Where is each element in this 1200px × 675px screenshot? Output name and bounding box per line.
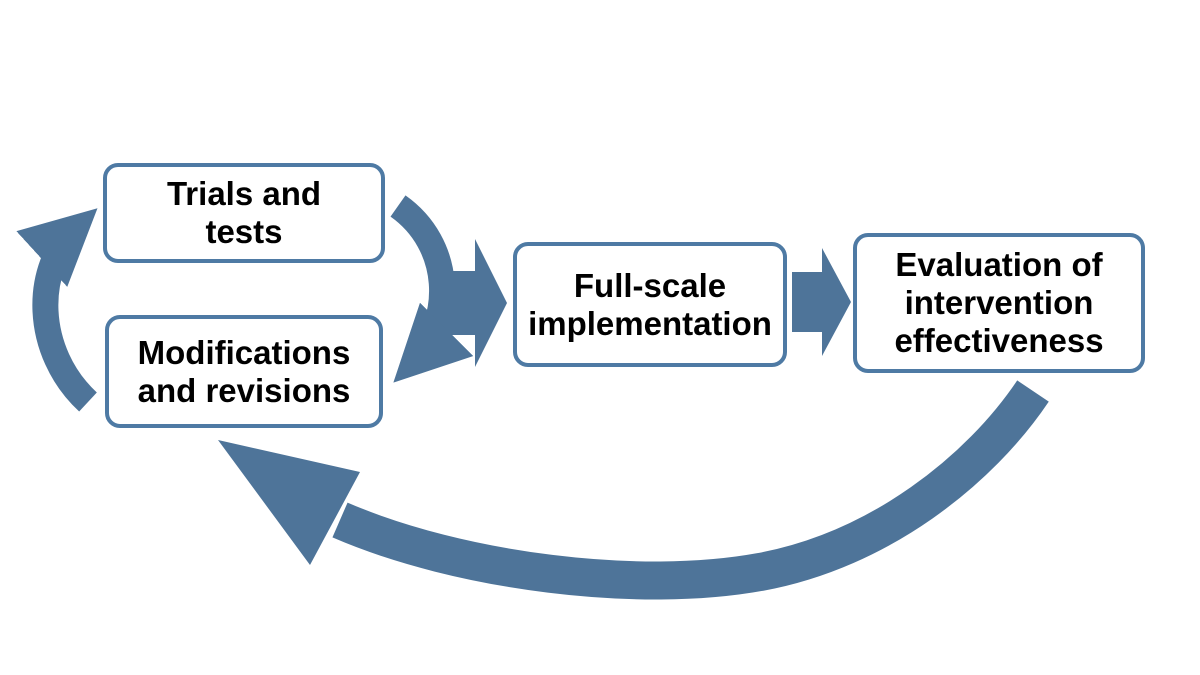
feedback-arrow-head-icon bbox=[218, 440, 360, 565]
box-label-line: Modifications bbox=[137, 333, 351, 371]
box-label-line: Trials and bbox=[166, 175, 322, 212]
box-evaluation-of-intervention-effectiveness: Evaluation of intervention effectiveness bbox=[853, 233, 1145, 373]
box-trials-and-tests: Trials and tests bbox=[103, 163, 385, 263]
flow-arrow-1-icon bbox=[445, 239, 507, 367]
cycle-up-arrow-icon bbox=[16, 208, 98, 412]
box-label-line: tests bbox=[205, 213, 283, 250]
box-label-line: effectiveness bbox=[894, 322, 1104, 359]
flow-arrow-2-icon bbox=[792, 248, 851, 356]
feedback-arrow-shaft-icon bbox=[332, 380, 1049, 600]
box-full-scale-implementation: Full-scale implementation bbox=[513, 242, 787, 367]
box-label-line: and revisions bbox=[137, 371, 351, 409]
box-label-line: intervention bbox=[904, 284, 1094, 321]
box-label-line: Full-scale bbox=[573, 266, 727, 304]
cycle-down-arrow-icon bbox=[390, 195, 474, 383]
box-modifications-and-revisions: Modifications and revisions bbox=[105, 315, 383, 428]
box-label-line: implementation bbox=[528, 304, 772, 342]
box-label-line: Evaluation of bbox=[895, 246, 1103, 283]
